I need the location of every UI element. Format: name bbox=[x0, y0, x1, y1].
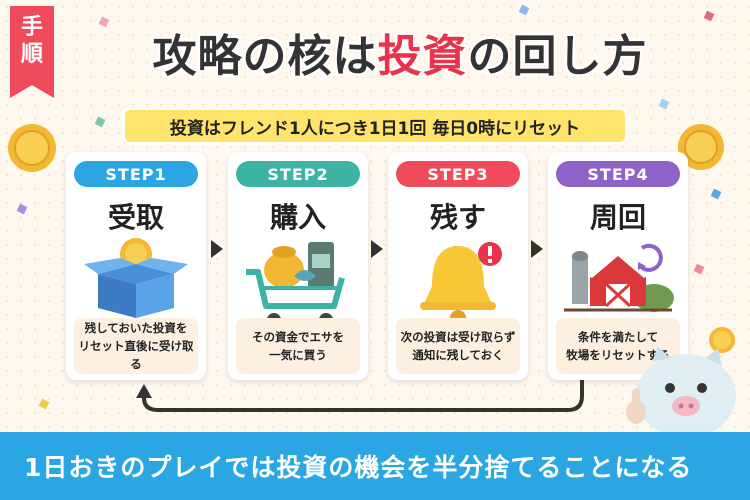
barn-cycle-icon bbox=[564, 243, 674, 312]
coin-icon bbox=[678, 124, 724, 170]
arrow-right-icon bbox=[531, 240, 543, 258]
step-description: 残しておいた投資をリセット直後に受け取る bbox=[74, 318, 198, 374]
step-description: その資金でエサを一気に買う bbox=[236, 318, 360, 374]
ribbon-char: 手 bbox=[20, 15, 43, 40]
loop-back-arrow-icon bbox=[136, 380, 584, 412]
step-card-4: STEP4 周回 条件を満たして牧場をリセットする bbox=[548, 152, 688, 380]
step-name: 残す bbox=[429, 201, 486, 234]
step-card-2: STEP2 購入 その資金でエサを一気に買う bbox=[228, 152, 368, 380]
subtitle-bar: 投資はフレンド1人につき1日1回 毎日0時にリセット bbox=[122, 107, 628, 145]
step-card-3: STEP3 残す 次の投資は受け取らず通知に残しておく bbox=[388, 152, 528, 380]
step-name: 購入 bbox=[269, 201, 326, 234]
ribbon-char: 順 bbox=[20, 42, 43, 67]
desc-line: 牧場をリセットする bbox=[566, 348, 670, 362]
desc-line: 次の投資は受け取らず bbox=[400, 330, 516, 344]
bottom-banner: 1日おきのプレイでは投資の機会を半分捨てることになる bbox=[0, 432, 750, 500]
step-label: STEP1 bbox=[74, 161, 198, 187]
page-title: 攻略の核は投資の回し方 bbox=[100, 20, 700, 84]
arrow-right-icon bbox=[371, 240, 383, 258]
arrow-right-icon bbox=[211, 240, 223, 258]
desc-line: 条件を満たして bbox=[577, 330, 659, 344]
step-label: STEP4 bbox=[556, 161, 680, 187]
title-after: の回し方 bbox=[467, 31, 648, 82]
step-name: 周回 bbox=[589, 201, 646, 234]
step-card-1: STEP1 受取 残しておいた投資をリセット直後に受け取る bbox=[66, 152, 206, 380]
title-before: 攻略の核は bbox=[152, 31, 378, 82]
title-accent: 投資 bbox=[377, 31, 468, 82]
shopping-cart-icon bbox=[246, 242, 345, 327]
desc-line: リセット直後に受け取る bbox=[78, 339, 194, 371]
gift-box-coin-icon bbox=[84, 238, 188, 318]
desc-line: 残しておいた投資を bbox=[84, 321, 188, 335]
desc-line: 通知に残しておく bbox=[412, 348, 504, 362]
step-description: 次の投資は受け取らず通知に残しておく bbox=[396, 318, 520, 374]
desc-line: その資金でエサを bbox=[252, 330, 344, 344]
pig-mascot-icon bbox=[626, 327, 736, 438]
step-label: STEP3 bbox=[396, 161, 520, 187]
step-label: STEP2 bbox=[236, 161, 360, 187]
coin-icon bbox=[8, 124, 56, 172]
desc-line: 一気に買う bbox=[269, 348, 327, 362]
steps-ribbon-tag: 手 順 bbox=[10, 6, 54, 98]
step-name: 受取 bbox=[107, 201, 164, 234]
